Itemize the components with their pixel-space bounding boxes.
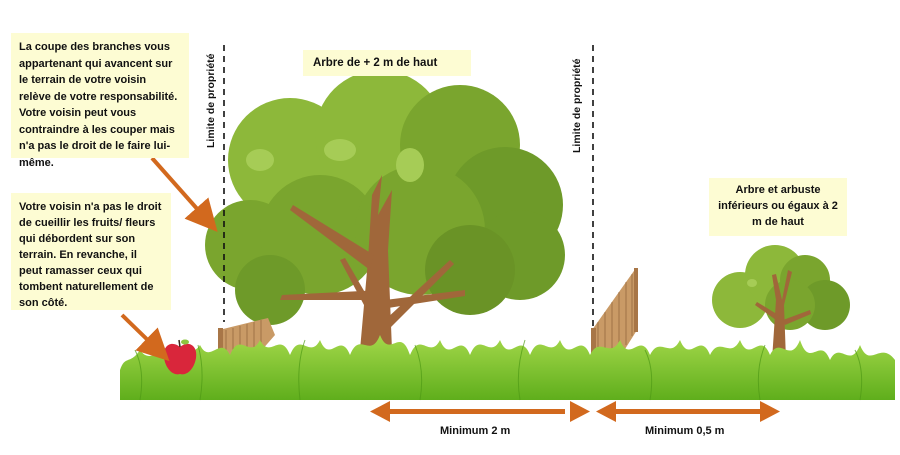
measure-label-05m: Minimum 0,5 m (645, 425, 725, 437)
arrow-to-branches (150, 156, 218, 232)
note-big-tree: Arbre de + 2 m de haut (303, 50, 471, 76)
apple-icon (163, 339, 197, 375)
note-branches: La coupe des branches vous appartenant q… (11, 33, 189, 169)
measure-label-2m: Minimum 2 m (440, 425, 511, 437)
small-tree-icon (712, 245, 850, 360)
arrow-to-apple (120, 313, 170, 362)
note-fruits: Votre voisin n'a pas le droit de cueilli… (11, 193, 171, 310)
property-line-label-left: Limite de propriété (205, 53, 217, 148)
measure-arrow-05m (596, 401, 780, 422)
big-tree-trunk (280, 175, 465, 350)
measure-arrow-2m (370, 401, 590, 422)
big-tree-icon (205, 70, 565, 350)
note-small-tree: Arbre et arbuste inférieurs ou égaux à 2… (709, 178, 847, 236)
property-line-label-right: Limite de propriété (571, 58, 583, 153)
